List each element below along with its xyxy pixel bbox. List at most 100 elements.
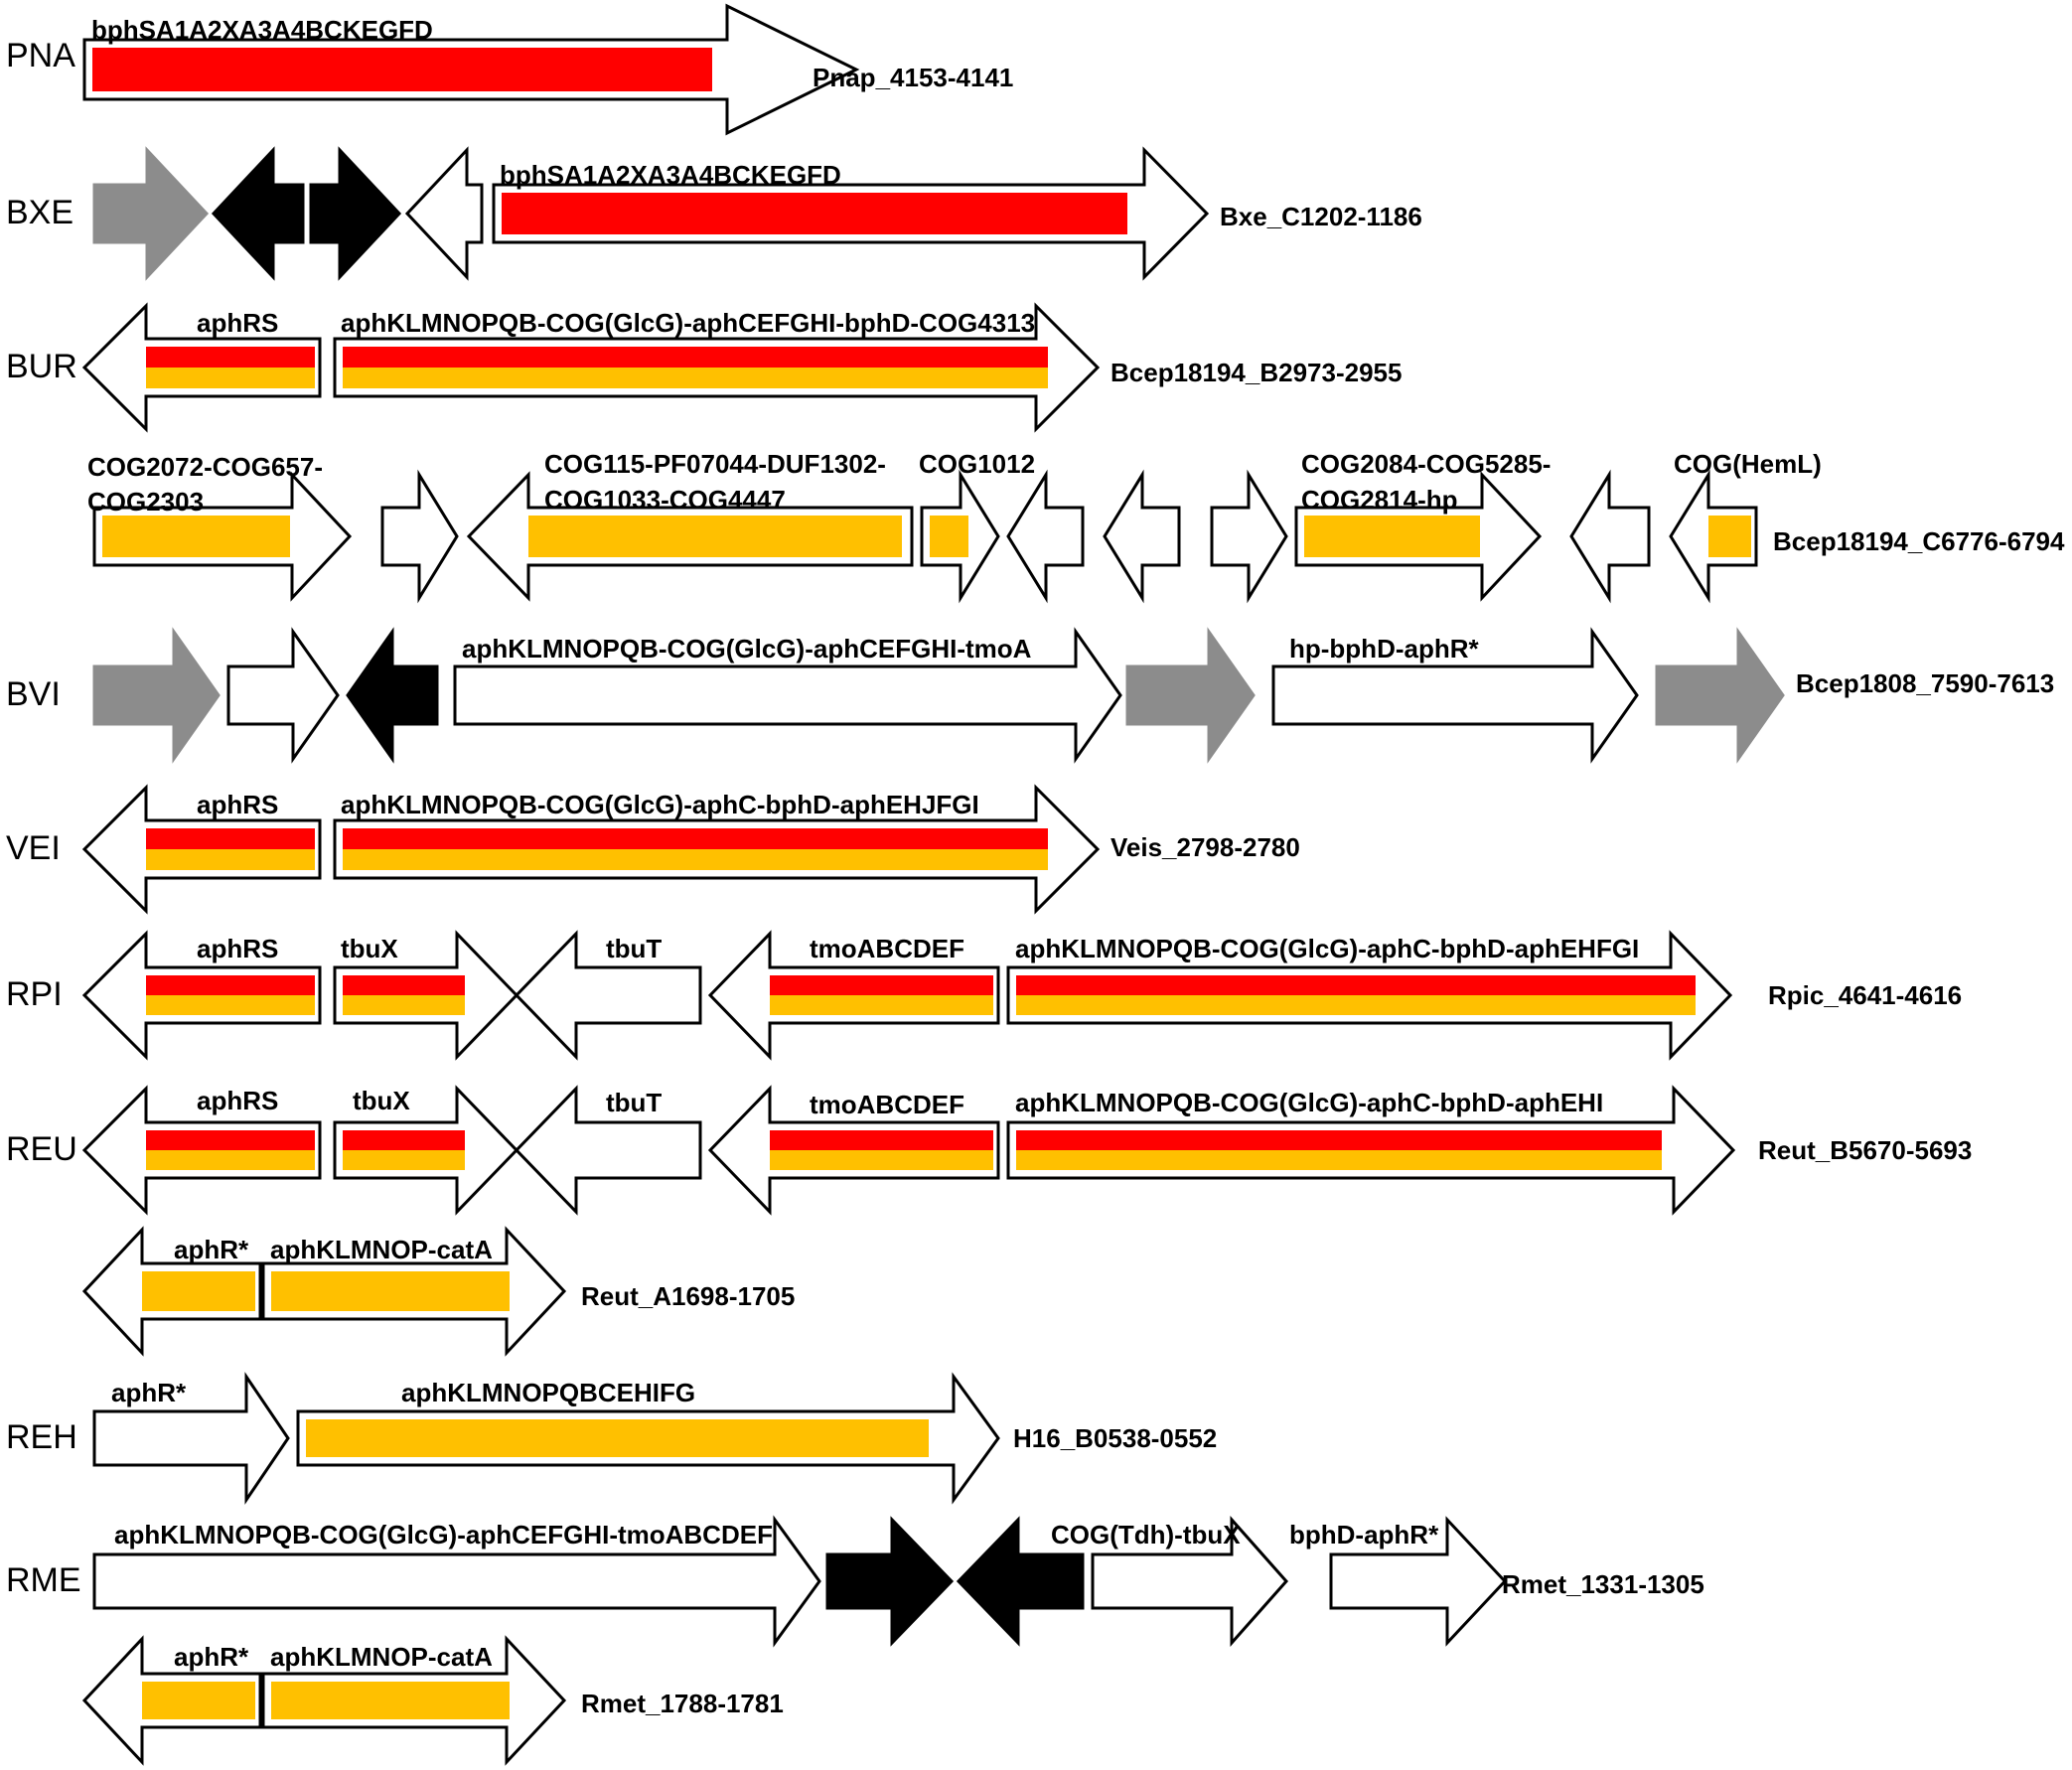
gene-label: aphKLMNOP-catA xyxy=(270,1642,493,1672)
gene-arrow-right xyxy=(1210,469,1288,604)
locus-label: Bcep18194_B2973-2955 xyxy=(1110,358,1402,387)
locus-label: Reut_A1698-1705 xyxy=(581,1281,795,1311)
locus-label: H16_B0538-0552 xyxy=(1013,1423,1217,1453)
locus-label: Rpic_4641-4616 xyxy=(1768,980,1962,1010)
gene-arrow-right xyxy=(92,627,221,764)
yellow-band xyxy=(271,1682,510,1719)
gene-label-line2: COG1033-COG4447 xyxy=(544,485,786,515)
organism-label: BUR xyxy=(6,348,77,385)
locus-label: Bcep1808_7590-7613 xyxy=(1796,668,2054,698)
red-band xyxy=(502,193,1127,234)
gene-arrow-left xyxy=(404,146,484,281)
gene-arrow-left xyxy=(1006,469,1085,604)
yellow-band xyxy=(343,849,1048,870)
gene-label: tmoABCDEF xyxy=(810,1090,964,1119)
locus-label: Rmet_1788-1781 xyxy=(581,1689,784,1718)
gene-label: aphKLMNOPQB-COG(GlcG)-aphC-bphD-aphEHI xyxy=(1015,1088,1603,1117)
organism-label: REU xyxy=(6,1130,77,1168)
red-band xyxy=(1016,1130,1662,1150)
gene-label: aphKLMNOPQB-COG(GlcG)-aphCEFGHI-tmoA xyxy=(462,634,1032,664)
yellow-band xyxy=(1016,995,1696,1015)
gene-label: aphKLMNOPQB-COG(GlcG)-aphCEFGHI-bphD-COG… xyxy=(341,308,1035,338)
locus-label: Reut_B5670-5693 xyxy=(1758,1135,1972,1165)
gene-label: COG1012 xyxy=(919,449,1035,479)
yellow-band xyxy=(528,516,902,557)
gene-cluster-row: BXE bphSA1A2XA3A4BCKEGFD Bxe_C1202-1186 xyxy=(6,146,1422,281)
gene-label: COG(Tdh)-tbuX xyxy=(1051,1520,1241,1549)
yellow-band xyxy=(1016,1150,1662,1170)
locus-label: Veis_2798-2780 xyxy=(1110,832,1300,862)
gene-label: aphRS xyxy=(197,1086,278,1115)
locus-label: Pnap_4153-4141 xyxy=(813,63,1013,92)
organism-label: RME xyxy=(6,1561,81,1599)
gene-label: aphR* xyxy=(174,1235,249,1264)
yellow-band xyxy=(306,1419,929,1457)
red-band xyxy=(770,1130,993,1150)
yellow-band xyxy=(271,1271,510,1311)
yellow-band xyxy=(343,368,1048,388)
organism-label: PNA xyxy=(6,37,75,74)
locus-label: Bxe_C1202-1186 xyxy=(1220,202,1422,231)
gene-label: aphKLMNOPQB-COG(GlcG)-aphC-bphD-aphEHJFG… xyxy=(341,790,979,819)
gene-arrow-left xyxy=(211,146,305,281)
gene-label: bphD-aphR* xyxy=(1289,1520,1439,1549)
gene-arrow-right xyxy=(825,1516,955,1647)
organism-label: RPI xyxy=(6,975,63,1013)
gene-label: aphRS xyxy=(197,790,278,819)
gene-label: COG115-PF07044-DUF1302- xyxy=(544,449,886,479)
yellow-band xyxy=(1304,516,1480,557)
red-band xyxy=(343,347,1048,368)
gene-label: tbuT xyxy=(606,934,662,963)
yellow-band xyxy=(343,1150,465,1170)
gene-arrow-right xyxy=(1091,1516,1289,1647)
yellow-band xyxy=(146,995,315,1015)
gene-label: COG2072-COG657- xyxy=(87,452,323,482)
gene-arrow-right xyxy=(92,146,210,281)
gene-label: COG(HemL) xyxy=(1674,449,1822,479)
gene-label: aphKLMNOPQBCEHIFG xyxy=(401,1378,695,1407)
gene-cluster-row: COG2072-COG657- COG2303 COG115-PF07044-DUF… xyxy=(87,449,2065,604)
gene-arrow-right xyxy=(92,1515,821,1648)
gene-arrow-right xyxy=(453,627,1122,764)
gene-label: aphRS xyxy=(197,934,278,963)
locus-label: Rmet_1331-1305 xyxy=(1502,1569,1704,1599)
gene-arrow-left xyxy=(514,1085,702,1216)
yellow-band xyxy=(1708,516,1751,557)
gene-label-line2: COG2814-hp xyxy=(1301,485,1458,515)
red-band xyxy=(146,347,315,368)
gene-arrow-right xyxy=(380,469,459,604)
red-band xyxy=(770,975,993,995)
gene-label: aphKLMNOP-catA xyxy=(270,1235,493,1264)
gene-label: bphSA1A2XA3A4BCKEGFD xyxy=(500,160,841,190)
yellow-band xyxy=(146,1150,315,1170)
organism-label: BVI xyxy=(6,675,61,713)
red-band xyxy=(146,828,315,849)
red-band xyxy=(343,1130,465,1150)
gene-arrow-left xyxy=(346,627,439,764)
organism-label: BXE xyxy=(6,194,74,231)
gene-arrow-right xyxy=(92,1372,290,1505)
gene-label-line2: COG2303 xyxy=(87,487,204,516)
gene-cluster-row: aphR* aphKLMNOP-catA Reut_A1698-1705 xyxy=(81,1226,795,1357)
gene-label: tmoABCDEF xyxy=(810,934,964,963)
yellow-band xyxy=(142,1682,255,1719)
red-band xyxy=(1016,975,1696,995)
gene-cluster-row: RME aphKLMNOPQB-COG(GlcG)-aphCEFGHI-tmoAB… xyxy=(6,1515,1704,1648)
gene-arrow-left xyxy=(514,930,702,1061)
gene-arrow-right xyxy=(1125,627,1256,764)
gene-label: aphKLMNOPQB-COG(GlcG)-aphCEFGHI-tmoABCDE… xyxy=(114,1520,773,1549)
gene-arrow-right xyxy=(1329,1516,1508,1647)
yellow-band xyxy=(343,995,465,1015)
gene-label: aphR* xyxy=(111,1378,187,1407)
red-band xyxy=(92,48,712,91)
gene-label: tbuT xyxy=(606,1088,662,1117)
